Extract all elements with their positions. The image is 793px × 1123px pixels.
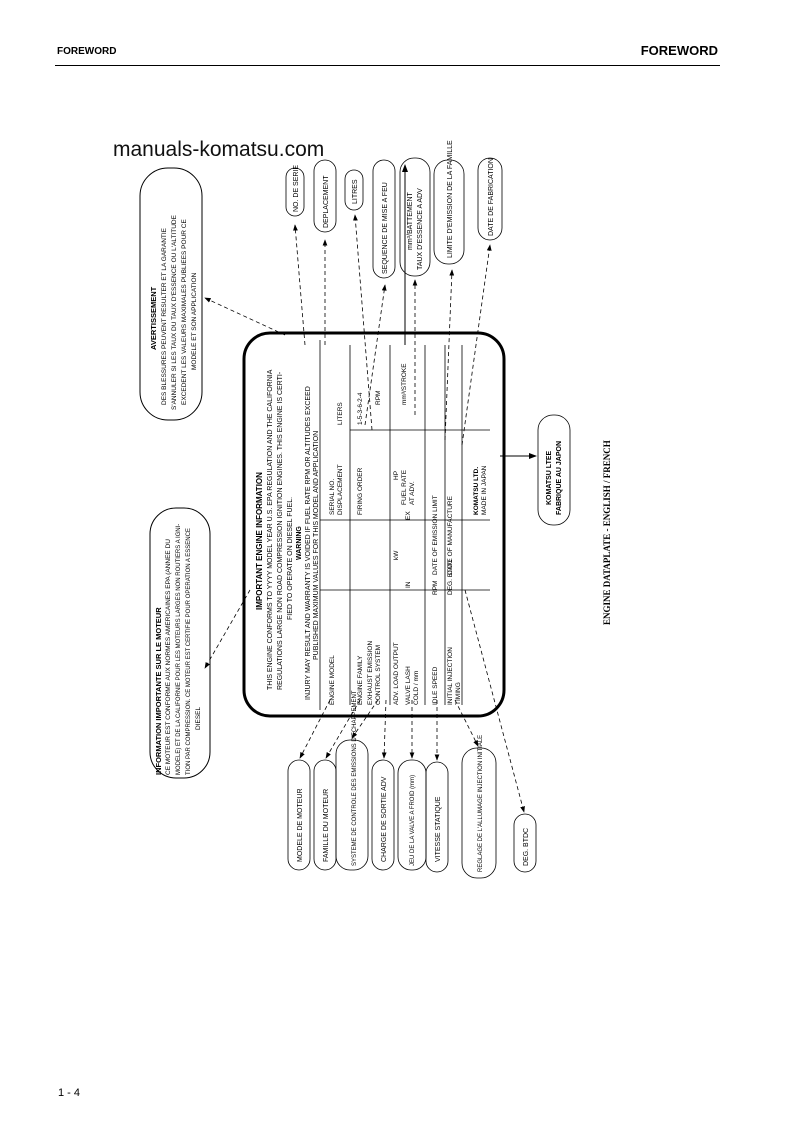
- label-firing-order: FIRING ORDER: [357, 467, 364, 515]
- label-exhaust-2: CONTROL SYSTEM: [375, 645, 382, 705]
- callout-bottom-0: MODELE DE MOTEUR: [297, 788, 304, 862]
- label-ex: EX: [405, 511, 412, 520]
- callout-right: KOMATSU LTEE FABRIQUE AU JAPON: [546, 441, 563, 515]
- figure-caption: ENGINE DATAPLATE - ENGLISH / FRENCH: [602, 440, 612, 625]
- header-left: FOREWORD: [57, 46, 117, 57]
- label-serial-no: SERIAL NO.: [329, 479, 336, 515]
- plate-line1: THIS ENGINE CONFORMS TO YYYY MODEL YEAR …: [267, 369, 274, 690]
- callout-bottom-7: DEG. BTDC: [523, 828, 530, 866]
- callout-bottom-frame-0: [287, 759, 311, 871]
- avert-callout-frame: [139, 167, 203, 421]
- callout-bottom-frame-6: [461, 747, 497, 879]
- callout-top-7: DATE DE FABRICATION: [488, 158, 495, 236]
- label-valve-1: VALVE LASH: [405, 666, 412, 705]
- label-engine-model: ENGINE MODEL: [329, 655, 336, 705]
- info-callout-text: INFORMATION IMPORTANTE SUR LE MOTEUR CE …: [154, 524, 202, 775]
- label-hp: HP: [393, 471, 400, 480]
- info-line1: CE MOTEUR EST CONFORME AUX NORMES AMERIC…: [165, 539, 172, 775]
- label-adv-output: ADV. LOAD OUTPUT: [393, 642, 400, 705]
- dataplate-frame: [242, 331, 506, 718]
- label-maker: KOMATSU LTD.: [473, 467, 480, 515]
- avert-line1: DES BLESSURES PEUVENT RESULTER ET LA GAR…: [161, 227, 168, 405]
- callout-bottom-frame-3: [371, 759, 395, 871]
- callout-top-frame-2: [344, 169, 364, 211]
- callout-top-frame-3: [372, 159, 396, 279]
- label-date-manufacture: DATE OF MANUFACTURE: [447, 495, 454, 575]
- label-deg-btdc: DEG. BTDC: [447, 559, 454, 595]
- callout-top-frame-7: [477, 157, 503, 241]
- bottom-callouts: MODELE DE MOTEUR FAMILLE DU MOTEUR SYSTE…: [287, 690, 537, 879]
- callout-top-0: NO. DE SERIE: [293, 165, 300, 212]
- callout-bottom-1: FAMILLE DU MOTEUR: [323, 789, 330, 862]
- dataplate-text: IMPORTANT ENGINE INFORMATION THIS ENGINE…: [255, 363, 488, 705]
- avert-line3: EXCEDENT LES VALEURS MAXIMALES PUBLIEES …: [181, 219, 188, 405]
- top-callouts: NO. DE SERIE DEPLACEMENT LITRES SEQUENCE…: [285, 140, 503, 279]
- label-initial-2: TIMING: [455, 682, 462, 705]
- callout-bottom-frame-2: [335, 739, 369, 871]
- callout-bottom-3: CHARGE DE SORTIE ADV: [381, 776, 388, 862]
- label-rpm2: RPM: [432, 581, 439, 595]
- label-displacement: DISPLACEMENT: [337, 464, 344, 515]
- label-date-emission: DATE OF EMISSION LIMIT: [432, 495, 439, 575]
- callout-bottom-frame-7: [513, 813, 537, 873]
- watermark: manuals-komatsu.com: [113, 138, 325, 161]
- dataplate-grid: [319, 340, 490, 710]
- label-fuel-rate-unit: mm³/STROKE: [401, 363, 408, 405]
- avert-callout-text: AVERTISSEMENT DES BLESSURES PEUVENT RESU…: [149, 214, 198, 410]
- avert-title: AVERTISSEMENT: [149, 286, 158, 350]
- page-number: 1 - 4: [58, 1087, 81, 1099]
- callout-right-1: KOMATSU LTEE: [546, 450, 553, 505]
- plate-line3: FIED TO OPERATE ON DIESEL FUEL.: [287, 497, 294, 620]
- label-engine-family: ENGINE FAMILY: [357, 655, 364, 705]
- callout-top-frame-6: [433, 159, 465, 265]
- info-line4: DIESEL: [195, 706, 202, 730]
- callout-top-6: LIMITE D'EMISSION DE LA FAMILLE: [447, 140, 454, 258]
- leader-lines: [204, 214, 525, 813]
- callout-bottom-frame-5: [425, 761, 449, 873]
- value-firing-order: 1-5-3-6-2-4: [357, 392, 364, 425]
- label-made-in: MADE IN JAPAN: [481, 465, 488, 515]
- info-line2: MODELE) ET DE LA CALIFORNIE POUR LES MOT…: [176, 524, 182, 775]
- label-fuel-rate-2: AT ADV.: [409, 481, 416, 505]
- solid-leaders: [402, 164, 537, 459]
- label-rpm: RPM: [375, 391, 382, 405]
- callout-top-3: SEQUENCE DE MISE A FEU: [382, 182, 389, 274]
- callout-top-5: TAUX D'ESSENCE A ADV: [417, 188, 424, 270]
- label-valve-2: COLD / mm: [413, 671, 420, 705]
- callout-top-2: LITRES: [352, 179, 359, 204]
- callout-bottom-6: REGLAGE DE L'ALLUMAGE INJECTION INITIALE: [478, 735, 484, 872]
- info-title: INFORMATION IMPORTANTE SUR LE MOTEUR: [154, 607, 163, 775]
- label-in: IN: [405, 581, 412, 588]
- plate-line2: REGULATIONS LARGE NON ROAD COMPRESSION I…: [277, 371, 284, 690]
- info-callout-frame: [149, 507, 211, 779]
- avert-line2: S'ANNULER SI LES TAUX DU TAUX D'ESSENCE …: [171, 214, 178, 410]
- info-line3: TION PAR COMPRESSION. CE MOTEUR EST CERT…: [186, 528, 192, 775]
- plate-title: IMPORTANT ENGINE INFORMATION: [255, 472, 264, 610]
- callout-top-frame-0: [285, 167, 305, 217]
- callout-right-2: FABRIQUE AU JAPON: [556, 441, 563, 515]
- plate-warn2: PUBLISHED MAXIMUM VALUES FOR THIS MODEL …: [313, 431, 320, 660]
- callout-bottom-5: VITESSE STATIQUE: [435, 796, 442, 862]
- value-displacement: LITERS: [337, 402, 344, 425]
- callout-top-4: mm³/BATTEMENT: [407, 191, 414, 250]
- callout-top-frame-1: [313, 159, 337, 233]
- avert-line4: MODELE ET SON APPLICATION: [191, 272, 198, 370]
- plate-warning: WARNING: [296, 526, 303, 560]
- label-idle-speed: IDLE SPEED: [432, 666, 439, 705]
- header-right: FOREWORD: [640, 43, 718, 58]
- callout-bottom-4: JEU DE LA VALVE A FROID (mm): [410, 775, 416, 866]
- label-kw: kW: [393, 550, 400, 560]
- callout-top-frame-4: [399, 157, 431, 277]
- callout-bottom-2: SYSTEME DE CONTROLE DES EMISSIONS D'ECHA…: [352, 690, 358, 866]
- label-initial-1: INITIAL INJECTION: [447, 647, 454, 705]
- label-exhaust-1: EXHAUST EMISSION: [367, 641, 374, 705]
- callout-top-1: DEPLACEMENT: [323, 175, 330, 228]
- plate-warn1: INJURY MAY RESULT AND WARRANTY IS VOIDED…: [305, 386, 312, 700]
- header-rule: [55, 65, 720, 66]
- callout-right-frame: [537, 414, 571, 526]
- label-fuel-rate-1: FUEL RATE: [401, 469, 408, 505]
